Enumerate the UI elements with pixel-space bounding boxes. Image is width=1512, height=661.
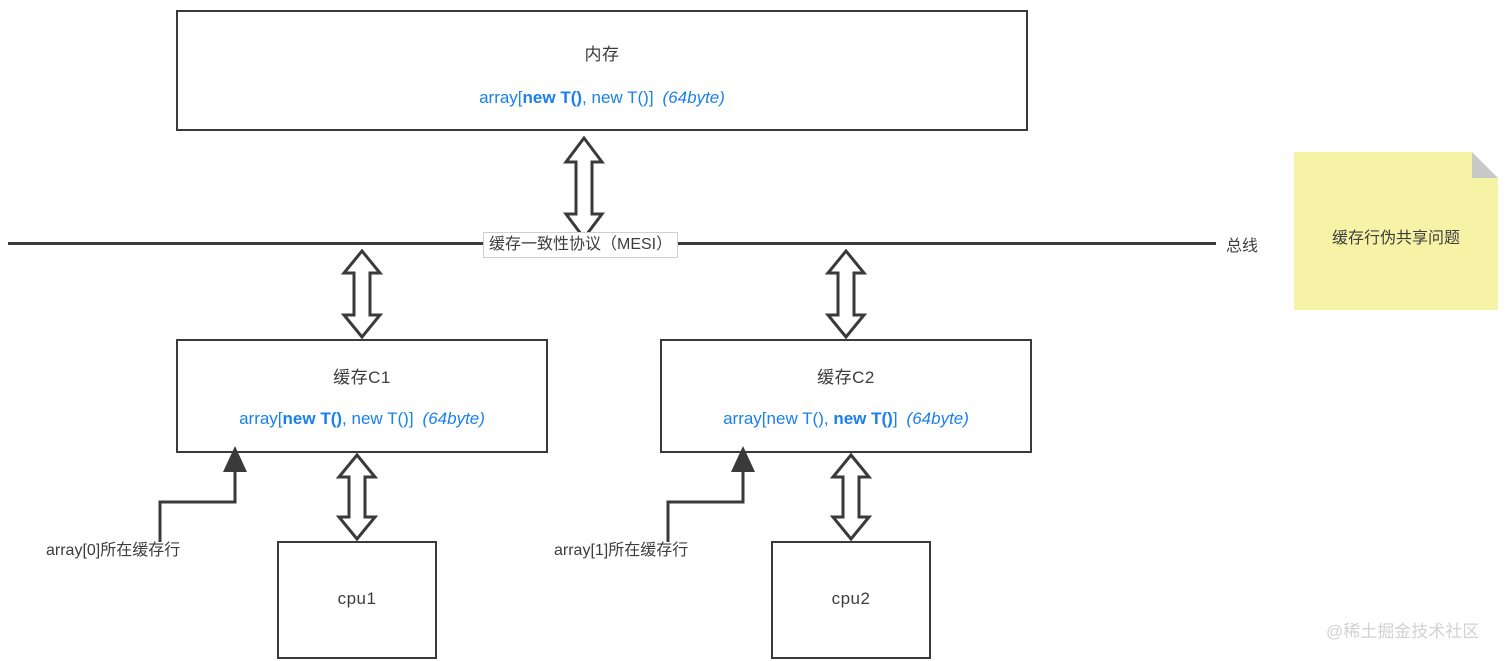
sticky-note-text: 缓存行伪共享问题: [1331, 230, 1460, 247]
cache-c1-code-sep: ,: [342, 409, 352, 428]
memory-code-line: array[new T(), new T()](64byte): [178, 88, 1026, 108]
memory-title: 内存: [584, 45, 620, 64]
cacheline-0-leader: [158, 446, 247, 542]
sticky-note-body: [1294, 152, 1498, 310]
cache-c1-code-size: (64byte): [422, 409, 485, 428]
memory-code-slot2: new T(): [591, 88, 649, 107]
cache-c1-code-slot2: new T(): [351, 409, 409, 428]
cache-c1-box: 缓存C1 array[new T(), new T()](64byte): [176, 339, 548, 453]
cache-c1-code-slot1: new T(): [282, 409, 343, 428]
sticky-note-fold: [1472, 152, 1498, 178]
cacheline-1-label: array[1]所在缓存行: [554, 542, 689, 559]
cache-c1-title: 缓存C1: [333, 368, 391, 387]
cpu1-box: cpu1: [277, 541, 437, 659]
memory-code-prefix: array[: [479, 88, 523, 107]
cache2-cpu2-double-arrow: [830, 453, 872, 541]
watermark: @稀土掘金技术社区: [1326, 622, 1480, 641]
cache-c2-code-prefix: array[: [723, 409, 767, 428]
cache-c2-box: 缓存C2 array[new T(), new T()](64byte): [660, 339, 1032, 453]
cache-c1-code-prefix: array[: [239, 409, 283, 428]
cache-c2-code-suffix: ]: [892, 409, 898, 428]
bus-name-label: 总线: [1226, 238, 1259, 255]
memory-code-slot1: new T(): [522, 88, 583, 107]
cache-c2-code-line: array[new T(), new T()](64byte): [662, 409, 1030, 429]
cacheline-0-label: array[0]所在缓存行: [46, 542, 181, 559]
cacheline-1-leader: [666, 446, 755, 542]
cache-c2-code-size: (64byte): [906, 409, 969, 428]
bus-protocol-label: 缓存一致性协议（MESI）: [483, 232, 679, 258]
cpu2-box: cpu2: [771, 541, 931, 659]
cache1-cpu1-double-arrow: [336, 453, 378, 541]
cache-c2-code-slot2: new T(): [833, 409, 893, 428]
bus-cache1-double-arrow: [341, 249, 383, 339]
cpu2-title: cpu2: [831, 589, 871, 608]
cache-c2-title: 缓存C2: [817, 368, 875, 387]
sticky-note: [1294, 152, 1498, 310]
memory-box: 内存 array[new T(), new T()](64byte): [176, 10, 1028, 131]
cache-c2-code-slot1: new T(): [766, 409, 824, 428]
memory-code-size: (64byte): [662, 88, 725, 107]
memory-code-sep: ,: [582, 88, 592, 107]
cache-c1-code-suffix: ]: [408, 409, 414, 428]
memory-bus-double-arrow: [563, 136, 605, 240]
cache-c1-code-line: array[new T(), new T()](64byte): [178, 409, 546, 429]
bus-cache2-double-arrow: [825, 249, 867, 339]
memory-code-suffix: ]: [648, 88, 654, 107]
cpu1-title: cpu1: [337, 589, 377, 608]
cache-c2-code-sep: ,: [823, 409, 834, 428]
